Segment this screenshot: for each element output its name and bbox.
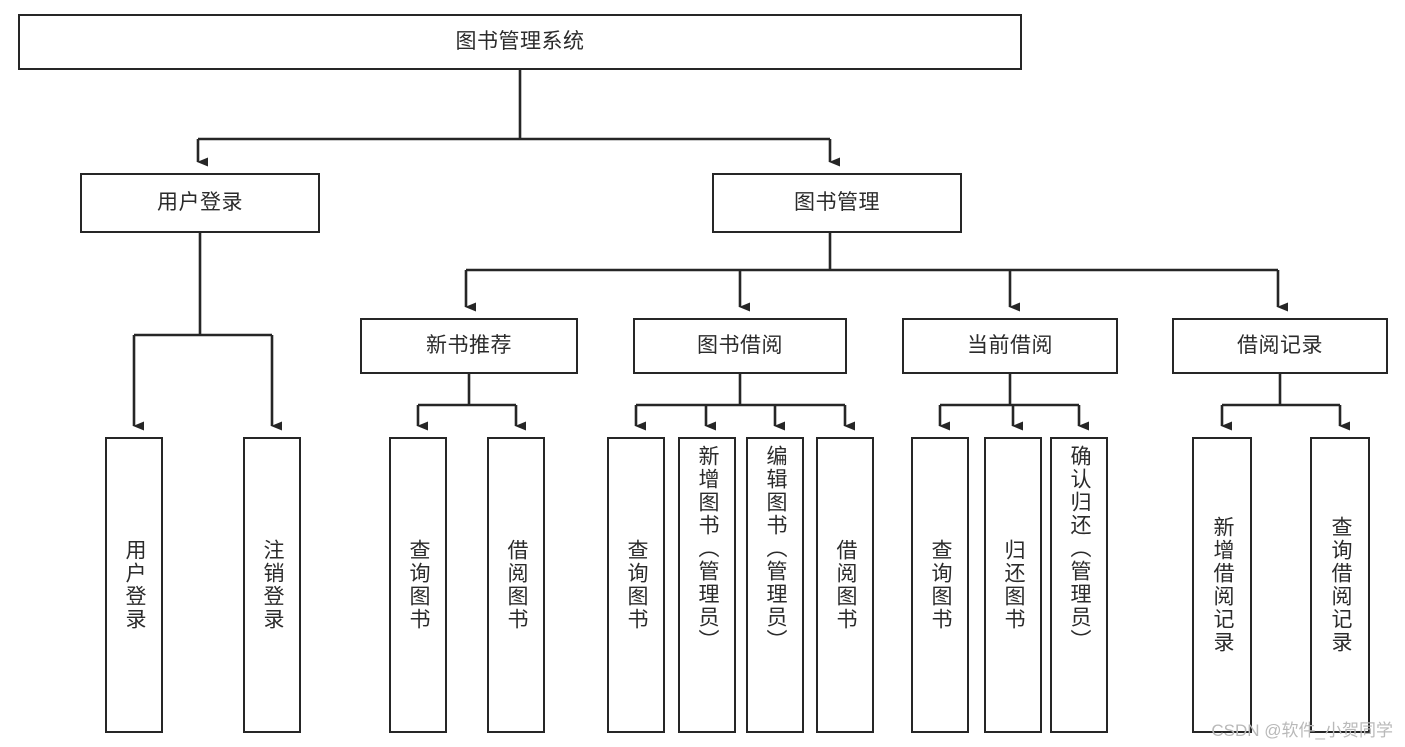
node-leaf-user-logout-label: 注销登录 [261, 539, 285, 631]
node-new-book-recommend-label: 新书推荐 [426, 333, 512, 357]
node-leaf-borrow-book-1[interactable]: 借阅图书 [487, 437, 545, 733]
node-leaf-return-book-label: 归还图书 [1002, 539, 1026, 631]
node-leaf-query-book-2[interactable]: 查询图书 [607, 437, 665, 733]
node-leaf-borrow-book-2-label: 借阅图书 [834, 539, 858, 631]
node-root-system[interactable]: 图书管理系统 [18, 14, 1022, 70]
node-leaf-borrow-book-1-label: 借阅图书 [505, 539, 529, 631]
node-book-borrow-label: 图书借阅 [697, 333, 783, 357]
node-leaf-user-login[interactable]: 用户登录 [105, 437, 163, 733]
node-leaf-query-book-1-label: 查询图书 [407, 539, 431, 631]
node-leaf-query-book-3-label: 查询图书 [929, 539, 953, 631]
node-user-login-label: 用户登录 [157, 190, 243, 214]
node-leaf-return-book[interactable]: 归还图书 [984, 437, 1042, 733]
node-leaf-edit-book-admin[interactable]: 编辑图书（管理员） [746, 437, 804, 733]
node-leaf-query-borrow-record[interactable]: 查询借阅记录 [1310, 437, 1370, 733]
node-leaf-add-borrow-record-label: 新增借阅记录 [1211, 516, 1235, 654]
node-borrow-record[interactable]: 借阅记录 [1172, 318, 1388, 374]
node-leaf-user-login-label: 用户登录 [123, 539, 147, 631]
node-leaf-confirm-return-admin-label: 确认归还（管理员） [1068, 445, 1092, 652]
node-leaf-edit-book-admin-label: 编辑图书（管理员） [764, 445, 788, 652]
node-leaf-add-book-admin-label: 新增图书（管理员） [696, 445, 720, 652]
node-leaf-query-book-3[interactable]: 查询图书 [911, 437, 969, 733]
node-user-login[interactable]: 用户登录 [80, 173, 320, 233]
node-book-borrow[interactable]: 图书借阅 [633, 318, 847, 374]
node-leaf-query-book-1[interactable]: 查询图书 [389, 437, 447, 733]
node-leaf-query-borrow-record-label: 查询借阅记录 [1329, 516, 1353, 654]
node-current-borrow-label: 当前借阅 [967, 333, 1053, 357]
node-book-manage[interactable]: 图书管理 [712, 173, 962, 233]
node-leaf-user-logout[interactable]: 注销登录 [243, 437, 301, 733]
node-leaf-confirm-return-admin[interactable]: 确认归还（管理员） [1050, 437, 1108, 733]
tree-connectors [132, 70, 1350, 431]
node-leaf-add-borrow-record[interactable]: 新增借阅记录 [1192, 437, 1252, 733]
node-leaf-query-book-2-label: 查询图书 [625, 539, 649, 631]
node-new-book-recommend[interactable]: 新书推荐 [360, 318, 578, 374]
node-root-system-label: 图书管理系统 [455, 29, 585, 53]
node-leaf-add-book-admin[interactable]: 新增图书（管理员） [678, 437, 736, 733]
node-leaf-borrow-book-2[interactable]: 借阅图书 [816, 437, 874, 733]
node-book-manage-label: 图书管理 [794, 190, 880, 214]
node-current-borrow[interactable]: 当前借阅 [902, 318, 1118, 374]
node-borrow-record-label: 借阅记录 [1237, 333, 1323, 357]
